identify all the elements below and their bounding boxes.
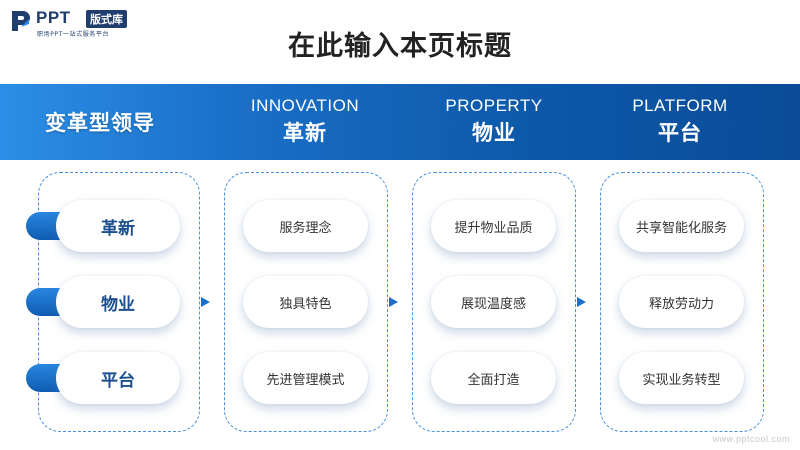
item-pill[interactable]: 提升物业品质 — [431, 200, 556, 252]
banner-head[interactable]: 变革型领导 — [45, 111, 155, 135]
banner-column-cn[interactable]: 物业 — [472, 121, 516, 145]
banner-column-cn[interactable]: 革新 — [283, 121, 327, 145]
logo-brand: PPT — [36, 8, 71, 27]
logo-badge: 版式库 — [86, 10, 127, 28]
item-pill[interactable]: 独具特色 — [243, 276, 368, 328]
arrow-right-icon — [201, 297, 210, 307]
banner-column-cn[interactable]: 平台 — [658, 121, 702, 145]
arrow-right-icon — [389, 297, 398, 307]
item-pill[interactable]: 服务理念 — [243, 200, 368, 252]
logo-tagline: 职场PPT一站式服务平台 — [37, 31, 110, 38]
item-pill[interactable]: 全面打造 — [431, 352, 556, 404]
banner-column-en[interactable]: PROPERTY — [445, 96, 543, 115]
watermark: www.pptcool.com — [712, 434, 790, 444]
category-pill-property[interactable]: 物业 — [56, 276, 180, 328]
category-pill-innovation[interactable]: 革新 — [56, 200, 180, 252]
category-pill-platform[interactable]: 平台 — [56, 352, 180, 404]
item-pill[interactable]: 释放劳动力 — [619, 276, 744, 328]
banner-column-innovation: INNOVATION 革新 — [210, 96, 400, 147]
banner-column-property: PROPERTY 物业 — [399, 96, 589, 147]
header-banner: 变革型领导 INNOVATION 革新 PROPERTY 物业 PLATFORM… — [0, 84, 800, 160]
logo: PPT 版式库 职场PPT一站式服务平台 — [10, 8, 140, 38]
item-pill[interactable]: 展现温度感 — [431, 276, 556, 328]
item-pill[interactable]: 实现业务转型 — [619, 352, 744, 404]
logo-mark-icon — [12, 11, 30, 31]
banner-column-en[interactable]: INNOVATION — [250, 96, 360, 115]
banner-column-en[interactable]: PLATFORM — [632, 96, 728, 115]
item-pill[interactable]: 先进管理模式 — [243, 352, 368, 404]
item-pill[interactable]: 共享智能化服务 — [619, 200, 744, 252]
banner-column-platform: PLATFORM 平台 — [585, 96, 775, 147]
page-title[interactable]: 在此输入本页标题 — [288, 31, 512, 62]
arrow-right-icon — [577, 297, 586, 307]
